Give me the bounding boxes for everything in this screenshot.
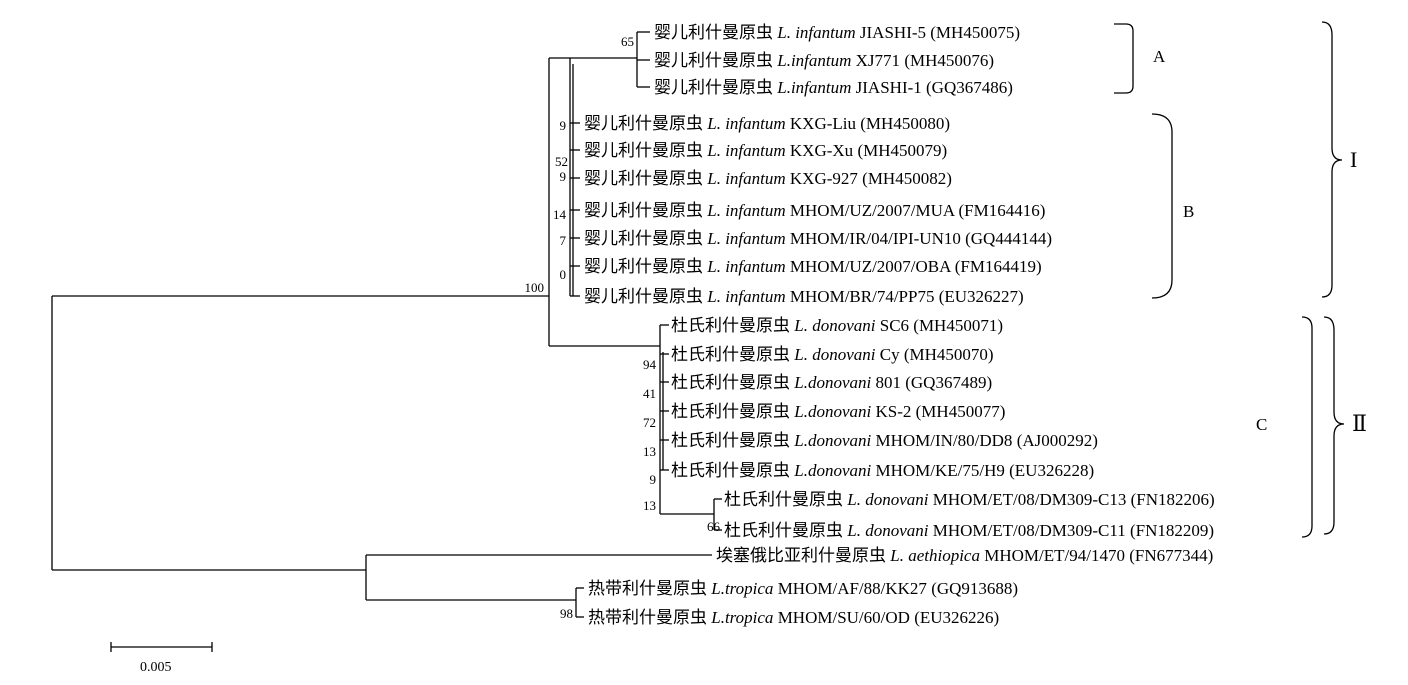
bracket-C bbox=[1301, 316, 1313, 538]
leaf-label: 杜氏利什曼原虫 L. donovani Cy (MH450070) bbox=[671, 345, 994, 364]
leaf-label: 婴儿利什曼原虫 L.infantum XJ771 (MH450076) bbox=[654, 51, 994, 70]
bootstrap-values: 65 9 52 9 14 7 0 100 94 41 72 13 9 13 66… bbox=[525, 34, 721, 621]
clade-brackets: A B C I Ⅱ bbox=[1114, 21, 1367, 538]
clade-label-B: B bbox=[1183, 202, 1194, 221]
leaf-label: 杜氏利什曼原虫 L.donovani 801 (GQ367489) bbox=[671, 373, 992, 392]
leaf-labels: 婴儿利什曼原虫 L. infantum JIASHI-5 (MH450075) … bbox=[584, 23, 1215, 627]
leaf-label: 婴儿利什曼原虫 L.infantum JIASHI-1 (GQ367486) bbox=[654, 78, 1013, 97]
bootstrap-value: 66 bbox=[707, 519, 721, 534]
leaf-label: 埃塞俄比亚利什曼原虫 L. aethiopica MHOM/ET/94/1470… bbox=[716, 546, 1213, 565]
bootstrap-value: 13 bbox=[643, 498, 656, 513]
bootstrap-value: 13 bbox=[643, 444, 656, 459]
clade-label-C: C bbox=[1256, 415, 1267, 434]
bootstrap-value: 94 bbox=[643, 357, 657, 372]
group-label-I: I bbox=[1350, 147, 1357, 172]
bootstrap-value: 100 bbox=[525, 280, 545, 295]
leaf-label: 婴儿利什曼原虫 L. infantum KXG-Liu (MH450080) bbox=[584, 114, 950, 133]
bootstrap-value: 98 bbox=[560, 606, 573, 621]
brace-II bbox=[1323, 316, 1345, 535]
leaf-label: 杜氏利什曼原虫 L. donovani SC6 (MH450071) bbox=[671, 316, 1003, 335]
bootstrap-value: 41 bbox=[643, 386, 656, 401]
group-label-II: Ⅱ bbox=[1352, 411, 1367, 436]
leaf-label: 热带利什曼原虫 L.tropica MHOM/AF/88/KK27 (GQ913… bbox=[588, 579, 1018, 598]
leaf-label: 杜氏利什曼原虫 L.donovani KS-2 (MH450077) bbox=[671, 402, 1005, 421]
scale-bar-label: 0.005 bbox=[140, 660, 172, 675]
bootstrap-value: 14 bbox=[553, 207, 567, 222]
bootstrap-value: 9 bbox=[560, 169, 567, 184]
tree-branches bbox=[51, 31, 722, 618]
leaf-label: 热带利什曼原虫 L.tropica MHOM/SU/60/OD (EU32622… bbox=[588, 608, 999, 627]
bootstrap-value: 0 bbox=[560, 267, 567, 282]
leaf-label: 婴儿利什曼原虫 L. infantum MHOM/UZ/2007/MUA (FM… bbox=[584, 201, 1045, 220]
clade-label-A: A bbox=[1153, 47, 1166, 66]
leaf-label: 杜氏利什曼原虫 L.donovani MHOM/KE/75/H9 (EU3262… bbox=[671, 461, 1094, 480]
bracket-B bbox=[1151, 113, 1173, 299]
leaf-label: 杜氏利什曼原虫 L. donovani MHOM/ET/08/DM309-C13… bbox=[724, 490, 1215, 509]
bootstrap-value: 7 bbox=[560, 233, 567, 248]
bootstrap-value: 72 bbox=[643, 415, 656, 430]
leaf-label: 杜氏利什曼原虫 L.donovani MHOM/IN/80/DD8 (AJ000… bbox=[671, 431, 1098, 450]
bootstrap-value: 52 bbox=[555, 154, 568, 169]
scale-bar: 0.005 bbox=[110, 642, 213, 675]
leaf-label: 婴儿利什曼原虫 L. infantum MHOM/IR/04/IPI-UN10 … bbox=[584, 229, 1052, 248]
leaf-label: 婴儿利什曼原虫 L. infantum KXG-Xu (MH450079) bbox=[584, 141, 947, 160]
leaf-label: 婴儿利什曼原虫 L. infantum MHOM/UZ/2007/OBA (FM… bbox=[584, 257, 1042, 276]
bootstrap-value: 9 bbox=[560, 118, 567, 133]
leaf-label: 婴儿利什曼原虫 L. infantum JIASHI-5 (MH450075) bbox=[654, 23, 1020, 42]
leaf-label: 杜氏利什曼原虫 L. donovani MHOM/ET/08/DM309-C11… bbox=[724, 521, 1214, 540]
bootstrap-value: 65 bbox=[621, 34, 634, 49]
brace-I bbox=[1321, 21, 1343, 298]
leaf-label: 婴儿利什曼原虫 L. infantum MHOM/BR/74/PP75 (EU3… bbox=[584, 287, 1024, 306]
bootstrap-value: 9 bbox=[650, 472, 657, 487]
leaf-label: 婴儿利什曼原虫 L. infantum KXG-927 (MH450082) bbox=[584, 169, 952, 188]
bracket-A bbox=[1114, 23, 1134, 94]
